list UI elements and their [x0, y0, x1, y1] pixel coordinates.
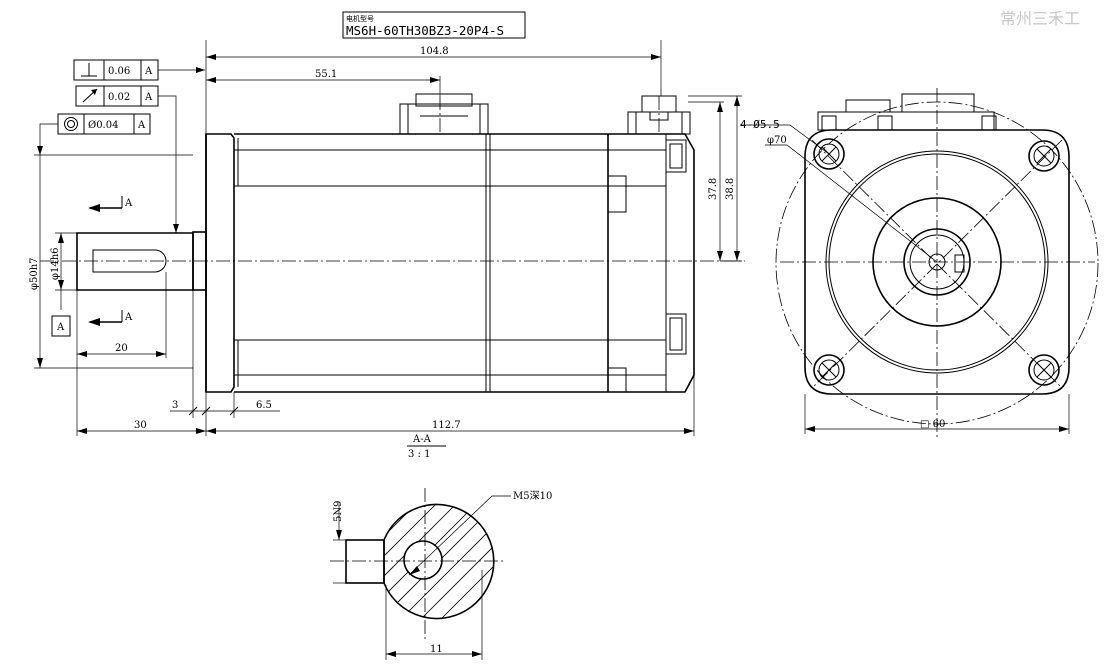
dim-body-length: 112.7: [432, 420, 461, 431]
motor-model: MS6H-60TH30BZ3-20P4-S: [346, 23, 504, 38]
section-view-aa: 5N9 M5深10 11: [330, 488, 552, 660]
section-mark-top: A: [124, 198, 133, 209]
svg-text:A: A: [56, 322, 65, 333]
dim-overall-length: 104.8: [420, 46, 449, 57]
dim-key-width: 5N9: [333, 501, 344, 522]
dim-key-depth: 11: [430, 644, 443, 655]
section-label: A-A 3 : 1: [407, 434, 446, 460]
motor-side-view: [40, 93, 745, 393]
dim-shaft-diameter: φ14h6: [50, 247, 61, 280]
svg-text:A: A: [144, 66, 153, 77]
side-view-dimensions: 104.8 55.1 37.8 38.8 φ50h7 φ14h6 A A: [29, 40, 742, 436]
section-scale: 3 : 1: [408, 449, 430, 460]
tolerance-frame-runout: 0.02 A: [75, 85, 179, 233]
title-small-label: 电机型号: [346, 14, 374, 23]
section-name: A-A: [412, 434, 432, 445]
tolerance-frame-concentricity: Ø0.04 A: [37, 113, 151, 155]
dim-bolt-circle: φ70: [767, 135, 787, 146]
dim-key-length: 20: [115, 343, 128, 354]
watermark: 常州三禾工: [1000, 9, 1080, 28]
tolerance-frame-perpendicularity: 0.06 A: [73, 59, 205, 81]
bolt-hole-bl: [813, 354, 845, 386]
dim-flange-gap: 3: [172, 400, 178, 411]
motor-front-view: 4-Ø5.5 φ70 □ 60: [740, 88, 1099, 440]
svg-text:0.06: 0.06: [108, 66, 130, 77]
svg-text:A: A: [137, 120, 146, 131]
section-mark-bottom: A: [124, 312, 133, 323]
dim-connector-offset: 55.1: [315, 69, 337, 80]
dim-pilot-diameter: φ50h7: [29, 257, 40, 290]
bolt-hole-tr: [1028, 140, 1060, 172]
svg-text:A: A: [144, 92, 153, 103]
svg-text:0.02: 0.02: [108, 92, 130, 103]
dim-shaft-length: 30: [134, 420, 147, 431]
dim-square-size: □ 60: [920, 419, 945, 430]
dim-flange-thickness: 6.5: [256, 400, 272, 411]
dim-tapped-hole: M5深10: [513, 490, 552, 502]
title-block: 电机型号 MS6H-60TH30BZ3-20P4-S: [342, 11, 526, 39]
concentricity-icon: [64, 117, 78, 131]
datum-box: [51, 315, 71, 337]
runout-icon: [82, 88, 98, 103]
dim-height-b: 38.8: [725, 178, 736, 200]
dim-height-a: 37.8: [708, 178, 719, 200]
dim-mount-hole: 4-Ø5.5: [740, 118, 780, 131]
perpendicularity-icon: [81, 63, 97, 77]
svg-text:Ø0.04: Ø0.04: [88, 120, 118, 131]
